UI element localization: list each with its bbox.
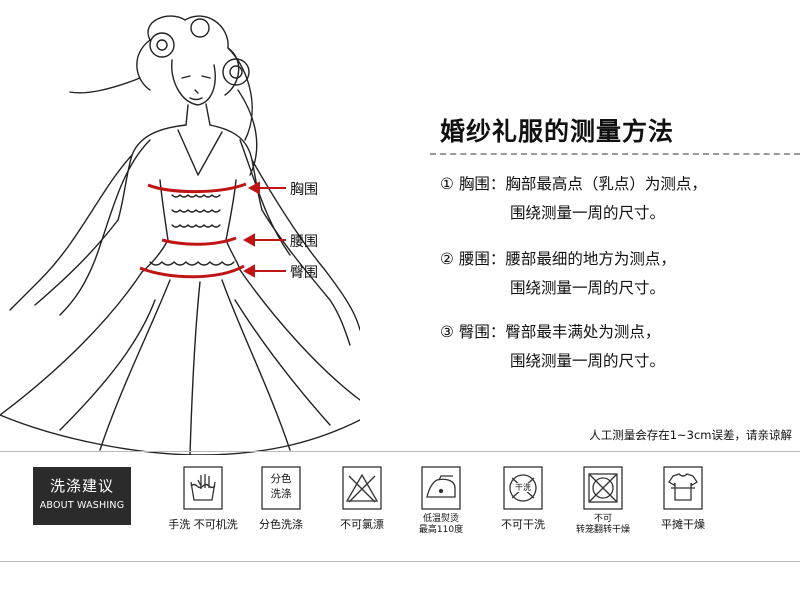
washing-title-cn: 洗涤建议 <box>49 477 114 495</box>
chest-label: 胸围 <box>290 182 318 198</box>
item-name: 臀围： <box>458 323 506 341</box>
care-label: 低温熨烫 最高110度 <box>398 514 484 536</box>
waist-label: 腰围 <box>290 234 318 250</box>
care-label: 不可 转笼翻转干燥 <box>560 514 646 536</box>
care-label: 不可氯漂 <box>340 518 384 531</box>
item-line1: 臀部最丰满处为测点， <box>505 323 661 341</box>
care-label: 手洗 不可机洗 <box>168 518 238 531</box>
measurement-note: 人工测量会存在1~3cm误差，请亲谅解 <box>589 428 792 442</box>
low-iron-icon <box>421 466 461 510</box>
item-num: ② <box>440 250 454 268</box>
no-dryclean-icon: 干洗 <box>503 466 543 510</box>
washing-top-divider <box>0 451 800 452</box>
care-label-line: 最高110度 <box>418 525 464 535</box>
icon-text: 干洗 <box>514 483 532 492</box>
no-tumble-dry-icon <box>583 466 623 510</box>
care-no-bleach: 不可氯漂 <box>319 466 405 531</box>
item-num: ① <box>440 175 454 193</box>
no-bleach-icon <box>342 466 382 510</box>
care-label-line: 不可 <box>593 514 612 524</box>
wedding-dress-sketch <box>0 15 360 455</box>
title-divider <box>430 153 800 155</box>
item-line1: 腰部最细的地方为测点， <box>505 250 676 268</box>
item-line2: 围绕测量一周的尺寸。 <box>510 204 666 222</box>
care-label-line: 转笼翻转干燥 <box>575 525 630 535</box>
washing-bottom-divider <box>0 561 800 562</box>
care-label: 不可干洗 <box>501 518 545 531</box>
flat-dry-icon <box>663 466 703 510</box>
separate-wash-icon: 分色 洗涤 <box>261 466 301 510</box>
item-line1: 胸部最高点（乳点）为测点， <box>505 175 707 193</box>
care-separate-wash: 分色 洗涤 分色洗涤 <box>238 466 324 531</box>
care-low-iron: 低温熨烫 最高110度 <box>398 466 484 536</box>
item-line2: 围绕测量一周的尺寸。 <box>510 352 666 370</box>
care-flat-dry: 平摊干燥 <box>640 466 726 531</box>
washing-title-en: ABOUT WASHING <box>39 500 125 511</box>
care-no-dryclean: 干洗 不可干洗 <box>480 466 566 531</box>
item-name: 胸围： <box>458 175 506 193</box>
measure-item-chest: ① 胸围：胸部最高点（乳点）为测点， 围绕测量一周的尺寸。 <box>440 170 707 228</box>
care-no-tumble-dry: 不可 转笼翻转干燥 <box>560 466 646 536</box>
page-title: 婚纱礼服的测量方法 <box>440 117 675 146</box>
care-label: 平摊干燥 <box>661 518 705 531</box>
care-hand-wash: 手洗 不可机洗 <box>160 466 246 531</box>
hand-wash-icon <box>183 466 223 510</box>
care-label-line: 低温熨烫 <box>422 514 459 524</box>
measure-item-hip: ③ 臀围：臀部最丰满处为测点， 围绕测量一周的尺寸。 <box>440 318 665 376</box>
item-line2: 围绕测量一周的尺寸。 <box>510 279 666 297</box>
icon-text: 洗涤 <box>270 488 292 500</box>
hip-label: 臀围 <box>290 265 318 281</box>
item-name: 腰围： <box>458 250 506 268</box>
washing-badge: 洗涤建议 ABOUT WASHING <box>33 467 131 525</box>
icon-text: 分色 <box>270 473 292 485</box>
measure-item-waist: ② 腰围：腰部最细的地方为测点， 围绕测量一周的尺寸。 <box>440 245 676 303</box>
care-label: 分色洗涤 <box>259 518 303 531</box>
item-num: ③ <box>440 323 454 341</box>
